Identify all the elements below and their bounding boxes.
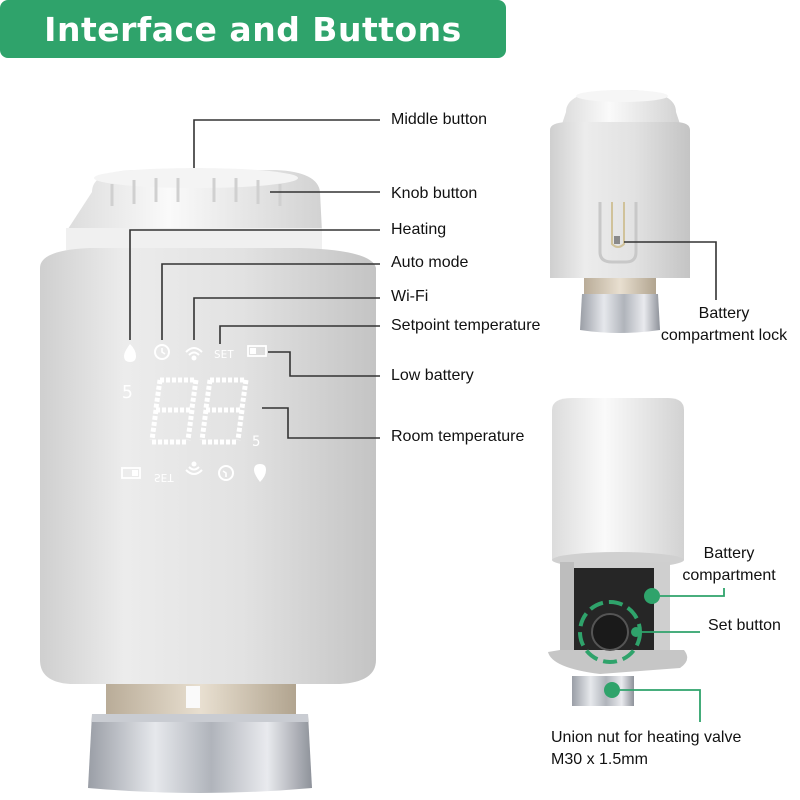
main-thermostat: 5 5 SET SET bbox=[40, 168, 376, 793]
display-prefix: 5 bbox=[122, 382, 133, 403]
label-wifi: Wi-Fi bbox=[391, 288, 429, 305]
page-title: Interface and Buttons bbox=[44, 9, 462, 49]
green-callout-lines bbox=[620, 588, 725, 722]
bottom-icon-row: SET bbox=[121, 461, 266, 484]
room-temperature-digits bbox=[149, 377, 249, 445]
label-auto-mode: Auto mode bbox=[391, 254, 469, 271]
wifi-icon bbox=[185, 461, 203, 475]
label-line: Union nut for heating valve bbox=[551, 729, 742, 746]
display-suffix: 5 bbox=[252, 434, 260, 450]
label-line: Battery bbox=[703, 545, 755, 562]
label-middle-button: Middle button bbox=[391, 111, 488, 128]
label-knob-button: Knob button bbox=[391, 185, 478, 202]
label-set-button: Set button bbox=[708, 617, 781, 634]
callout-lines bbox=[129, 119, 717, 439]
label-setpoint-temperature: Setpoint temperature bbox=[391, 317, 541, 334]
set-indicator: SET bbox=[214, 348, 234, 361]
label-battery-compartment-lock: Battery compartment lock bbox=[650, 303, 798, 347]
title-banner: Interface and Buttons bbox=[0, 0, 506, 58]
label-line: Battery bbox=[698, 305, 750, 322]
label-heating: Heating bbox=[391, 221, 447, 238]
label-low-battery: Low battery bbox=[391, 367, 474, 384]
flame-icon bbox=[124, 344, 136, 362]
union-nut-marker bbox=[604, 682, 620, 698]
label-union-nut: Union nut for heating valve M30 x 1.5mm bbox=[551, 727, 781, 771]
clock-icon bbox=[154, 344, 170, 360]
label-line: compartment bbox=[682, 567, 776, 584]
label-line: compartment lock bbox=[660, 327, 788, 344]
clock-icon bbox=[218, 465, 234, 481]
label-room-temperature: Room temperature bbox=[391, 428, 525, 445]
set-indicator-mirrored: SET bbox=[154, 471, 174, 484]
battery-icon bbox=[121, 467, 141, 479]
flame-icon bbox=[254, 464, 266, 482]
top-icon-row: SET bbox=[124, 344, 267, 362]
wifi-icon bbox=[185, 347, 203, 361]
battery-view-thermostat bbox=[548, 398, 688, 706]
battery-icon bbox=[247, 345, 267, 357]
set-button-marker bbox=[631, 627, 641, 637]
battery-compartment-marker bbox=[644, 588, 660, 604]
label-line: M30 x 1.5mm bbox=[551, 751, 648, 768]
label-battery-compartment: Battery compartment bbox=[670, 543, 788, 587]
side-view-thermostat bbox=[550, 90, 690, 333]
